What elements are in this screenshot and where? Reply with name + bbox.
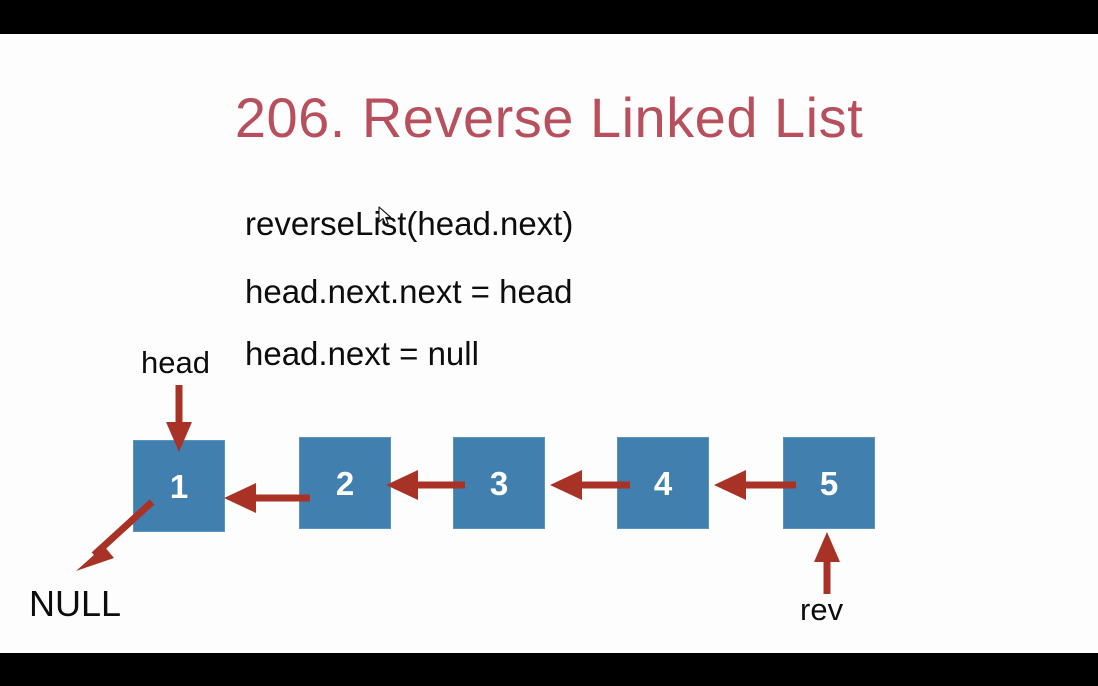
arrow-node2-to-node1: [224, 483, 310, 513]
list-node-value: 5: [819, 464, 839, 502]
list-node-2: 2: [299, 437, 391, 529]
list-node-value: 4: [653, 464, 673, 502]
list-node-4: 4: [617, 437, 709, 529]
code-line-headnextnext: head.next.next = head: [245, 273, 573, 310]
mouse-pointer-icon: [378, 206, 392, 226]
slide-canvas: 206. Reverse Linked List reverseList(hea…: [0, 34, 1098, 653]
pointer-label-rev: rev: [800, 592, 844, 627]
list-node-value: 3: [489, 464, 509, 502]
terminator-label-null: NULL: [29, 583, 122, 624]
list-node-3: 3: [453, 437, 545, 529]
letterbox-top: [0, 0, 1098, 34]
list-node-value: 2: [335, 464, 355, 502]
page-title: 206. Reverse Linked List: [234, 86, 864, 149]
arrow-rev-to-node5: [814, 532, 840, 594]
list-node-value: 1: [169, 467, 189, 505]
letterbox-bottom: [0, 653, 1098, 686]
list-node-5: 5: [783, 437, 875, 529]
list-node-1: 1: [133, 440, 225, 532]
code-line-headnextnull: head.next = null: [245, 335, 479, 372]
code-line-reverselist: reverseList(head.next): [245, 205, 574, 242]
pointer-label-head: head: [141, 345, 210, 380]
